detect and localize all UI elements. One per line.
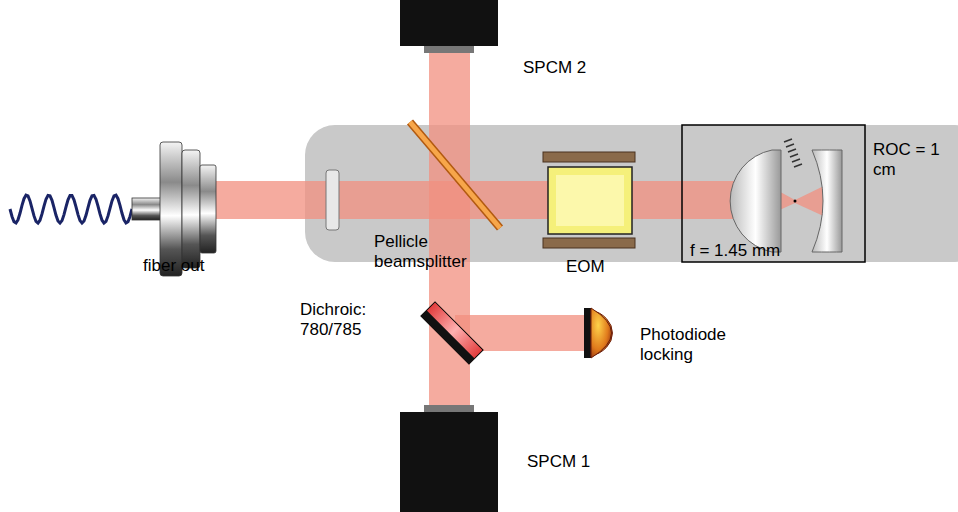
aspheric-lens	[730, 150, 781, 252]
dimension-label: ROC = 1 cm	[873, 140, 945, 180]
part-label: Photodiode locking	[640, 325, 750, 365]
fiber-coupler	[132, 142, 216, 276]
part-label: Dichroic: 780/785	[300, 300, 392, 340]
part-label: Pellicle beamsplitter	[374, 232, 514, 272]
atom	[794, 200, 797, 203]
dimension-label: f = 1.45 mm	[690, 241, 810, 261]
spcm-detector	[400, 412, 498, 512]
pellicle-beamsplitter	[410, 122, 500, 228]
spcm-detector	[400, 0, 498, 46]
detector-label: SPCM 2	[523, 58, 613, 78]
eom	[543, 152, 635, 248]
part-label: EOM	[566, 257, 626, 277]
spcm-aperture	[424, 405, 474, 412]
window	[326, 170, 339, 230]
cavity-box	[682, 125, 865, 262]
curved-mirror	[812, 150, 842, 252]
part-label: fiber out	[143, 256, 233, 276]
detector-label: SPCM 1	[527, 452, 617, 472]
dichroic-mirror	[421, 302, 483, 364]
pellicle-beamsplitter	[410, 122, 500, 228]
optical-fiber	[10, 195, 132, 223]
photodiode	[584, 308, 612, 358]
spcm-aperture	[424, 46, 474, 53]
atom-beam	[784, 139, 802, 167]
laser-beam	[215, 50, 830, 406]
